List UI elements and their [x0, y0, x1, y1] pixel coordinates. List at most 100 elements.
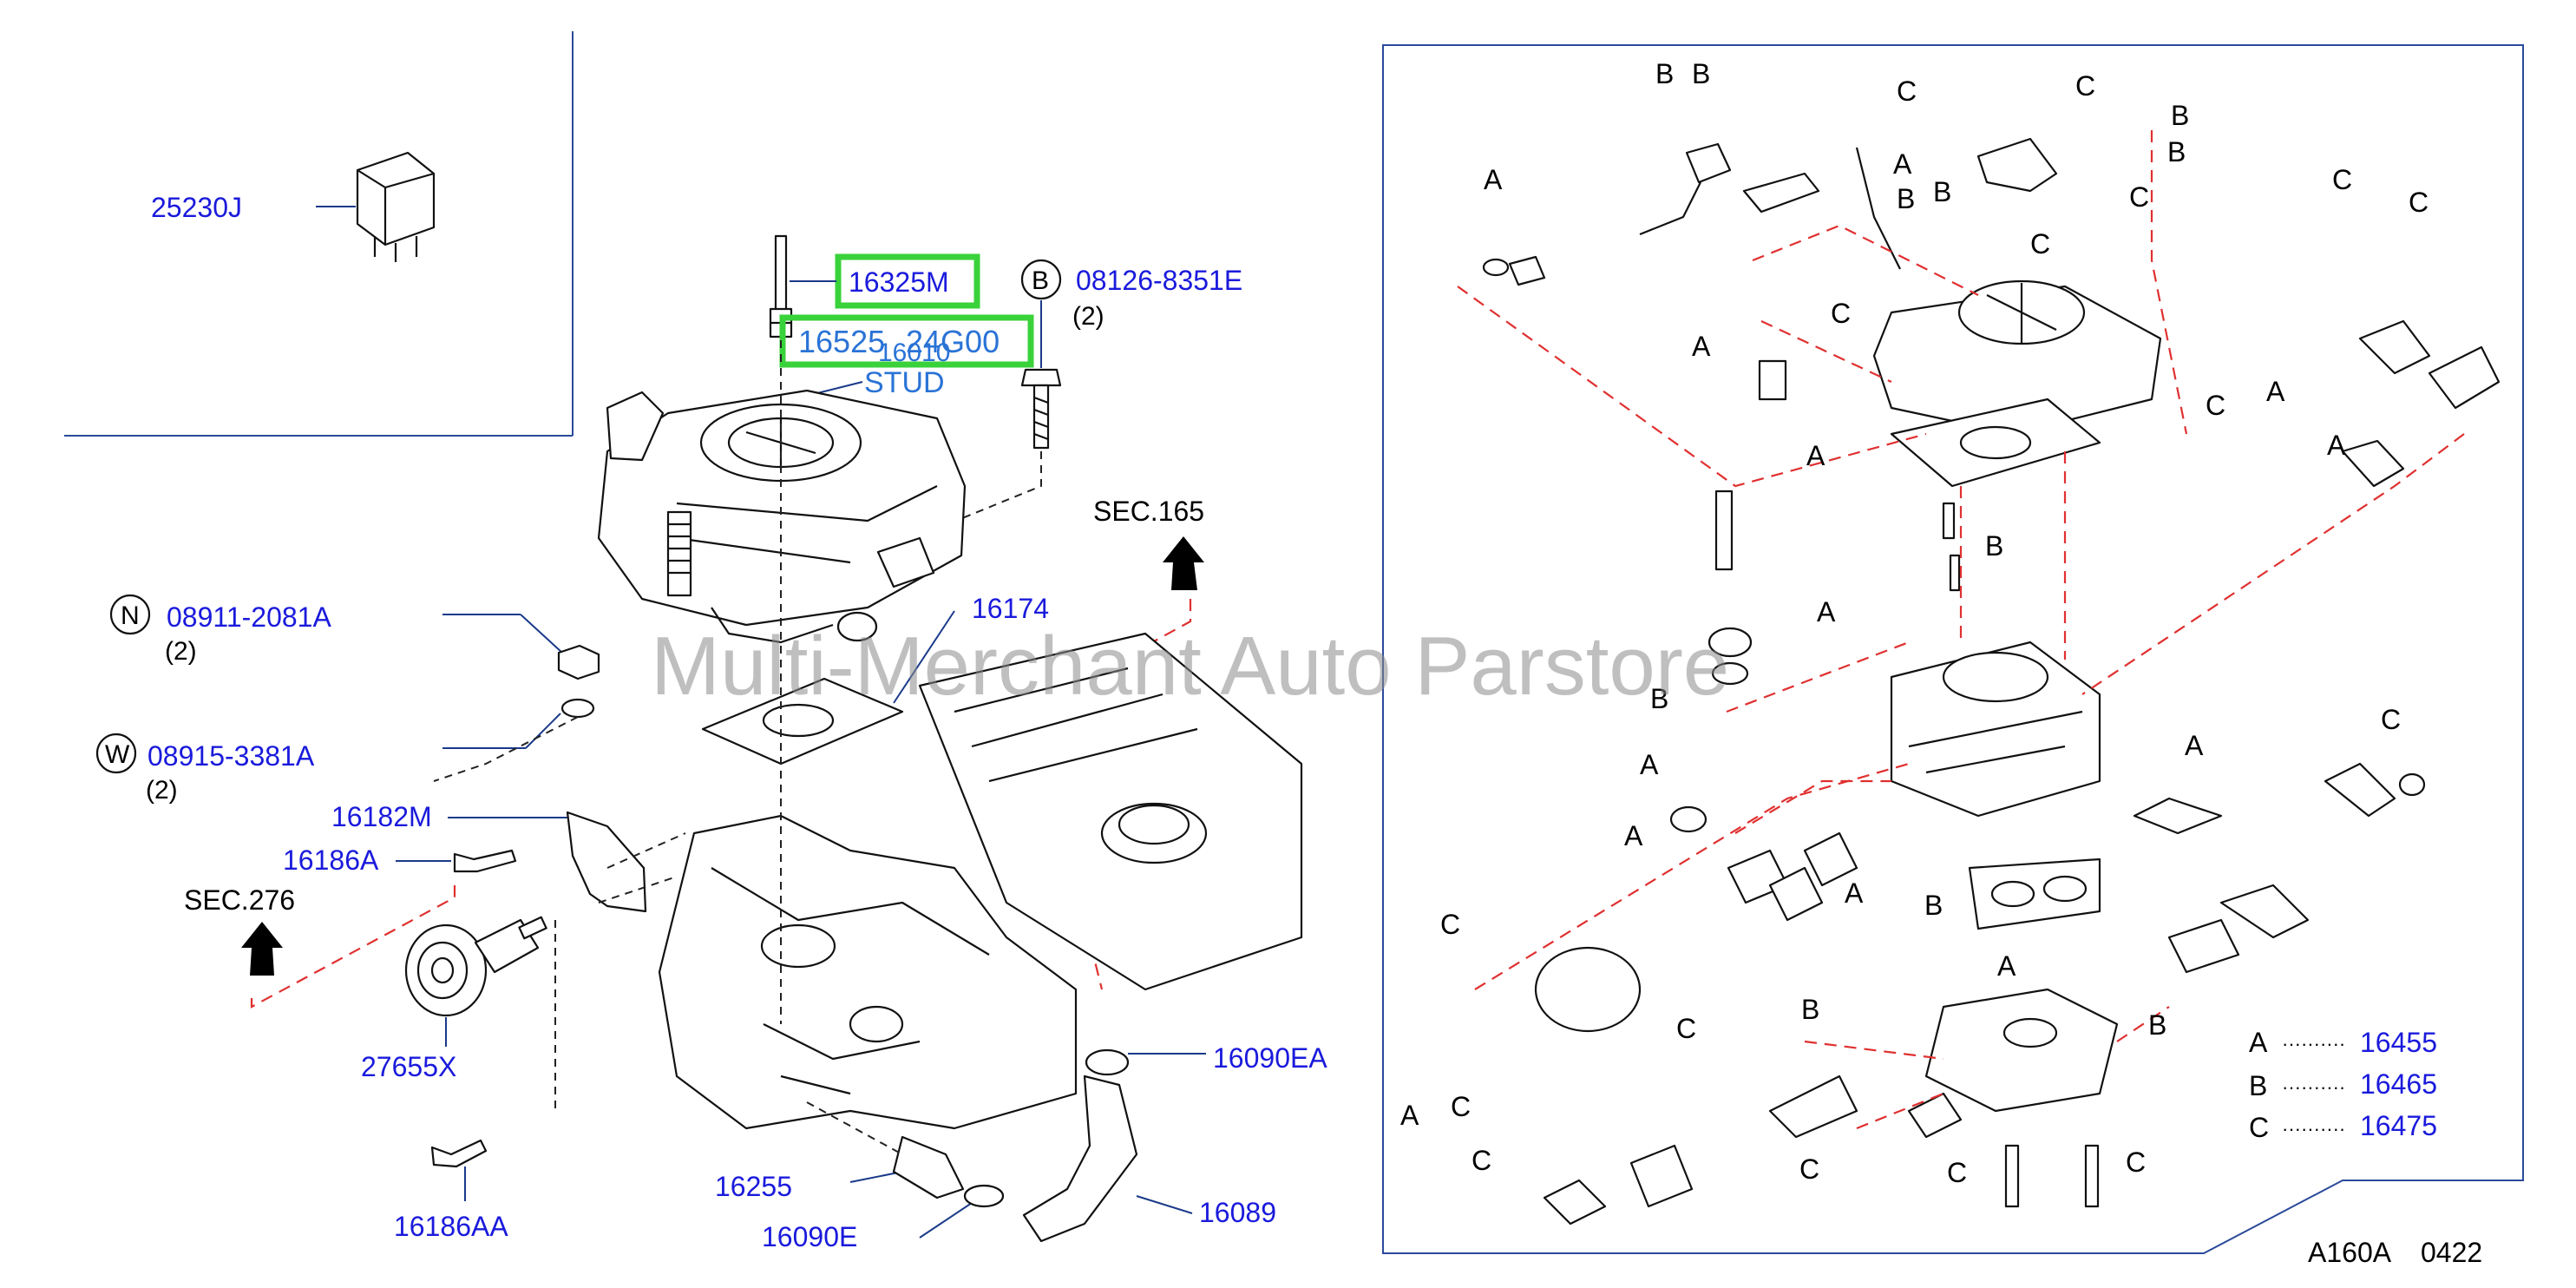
part-label-25230j[interactable]: 25230J [151, 192, 242, 223]
carburetor-exploded-frame [1382, 44, 2524, 1254]
symbol-circle-n [109, 594, 151, 635]
callout-b: B [1801, 994, 1819, 1025]
callout-c: C [1440, 909, 1460, 940]
part-label-16090e[interactable]: 16090E [762, 1221, 857, 1252]
callout-a: A [2327, 430, 2346, 461]
callout-a: A [1640, 749, 1659, 780]
legend-part-16465[interactable]: 16465 [2360, 1068, 2437, 1100]
callout-c: C [1947, 1157, 1967, 1188]
callout-c: C [2075, 70, 2095, 102]
diagram-revision: 0422 [2421, 1237, 2482, 1268]
actuator-27655x [404, 916, 547, 1017]
nut-part [557, 644, 600, 680]
callout-b: B [2171, 100, 2189, 131]
callout-a: A [1484, 164, 1503, 195]
callout-a: A [1806, 440, 1825, 471]
callout-a: A [1624, 820, 1643, 851]
callout-b: B [1897, 183, 1915, 214]
gasket-16174 [701, 677, 904, 766]
part-label-16325m[interactable]: 16325M [849, 266, 949, 298]
part-label-16090ea[interactable]: 16090EA [1213, 1042, 1327, 1074]
symbol-circle-w [95, 733, 137, 774]
bolt-16186aa [430, 1139, 488, 1168]
section-ref-sec276[interactable]: SEC.276 [184, 884, 295, 916]
callout-c: C [1831, 298, 1851, 329]
exploded-assembly-lines [1457, 130, 2465, 1130]
diagram-code: A160A [2308, 1237, 2392, 1268]
legend-dots-b: ·········· [2282, 1076, 2345, 1098]
callout-b: B [2148, 1009, 2166, 1041]
callout-c: C [1676, 1013, 1696, 1044]
section-ref-sec165[interactable]: SEC.165 [1093, 496, 1204, 527]
callout-c: C [2030, 228, 2050, 260]
callout-c: C [2206, 390, 2225, 421]
intake-manifold [658, 814, 1078, 1130]
part-label-16525[interactable]: 16525 [798, 324, 885, 359]
legend-part-16475[interactable]: 16475 [2360, 1110, 2437, 1141]
callout-a: A [1997, 950, 2016, 982]
bracket-16182m [566, 811, 647, 913]
callout-a: A [1845, 877, 1864, 909]
callout-c: C [1799, 1153, 1819, 1185]
arrow-up-icon [241, 922, 283, 976]
symbol-w: W [105, 740, 130, 769]
hose-16089 [1022, 1074, 1138, 1243]
clamp-16090ea [1085, 1048, 1130, 1076]
callout-a: A [1893, 148, 1912, 180]
callout-c: C [2332, 164, 2352, 195]
callout-b: B [2167, 136, 2186, 168]
callout-c: C [2409, 187, 2429, 218]
callout-c: C [1451, 1091, 1471, 1122]
part-label-16255[interactable]: 16255 [715, 1171, 792, 1202]
bolt-16186a [453, 849, 517, 873]
qty-08915: (2) [146, 776, 178, 805]
highlight-16525-24g00 [779, 314, 1034, 368]
part-label-16186a[interactable]: 16186A [283, 844, 379, 876]
callout-b: B [1933, 176, 1951, 207]
engine-cylinder-head [918, 632, 1303, 991]
part-label-08126-8351e[interactable]: 08126-8351E [1076, 265, 1242, 296]
callout-c: C [2126, 1147, 2146, 1178]
callout-c: C [2381, 704, 2401, 735]
symbol-circle-b [1020, 259, 1062, 300]
legend-letter-b: B [2249, 1070, 2267, 1101]
legend-letter-a: A [2249, 1027, 2268, 1058]
legend-dots-a: ·········· [2282, 1033, 2345, 1055]
part-label-08915-3381a[interactable]: 08915-3381A [147, 740, 315, 772]
callout-b: B [1650, 683, 1668, 714]
part-label-stud: STUD [864, 366, 945, 399]
symbol-b-08126: B [1032, 266, 1049, 295]
bolt-part [1020, 300, 1062, 450]
part-label-16010[interactable]: 16010 [878, 338, 950, 367]
callout-legend: A ·········· 16455 B ·········· 16465 C … [2249, 1027, 2437, 1143]
callout-b: B [1692, 58, 1710, 89]
callout-b: B [1924, 890, 1943, 921]
washer-part [560, 698, 595, 719]
relay-part [316, 151, 436, 262]
highlight-16325m [835, 253, 980, 309]
part-label-16089[interactable]: 16089 [1199, 1197, 1276, 1228]
callout-c: C [1472, 1145, 1491, 1176]
legend-letter-c: C [2249, 1112, 2269, 1143]
symbol-n: N [121, 601, 140, 630]
part-label-24g00[interactable]: 24G00 [906, 324, 1000, 359]
callout-a: A [1817, 596, 1836, 628]
legend-dots-c: ·········· [2282, 1118, 2345, 1140]
legend-part-16455[interactable]: 16455 [2360, 1027, 2437, 1058]
callout-a: A [2185, 730, 2204, 761]
part-label-27655x[interactable]: 27655X [361, 1051, 456, 1082]
part-label-08911-2081a[interactable]: 08911-2081A [167, 601, 331, 633]
watermark: Multi-Merchant Auto Parstore [651, 620, 1729, 713]
part-label-16182m[interactable]: 16182M [331, 801, 432, 832]
callout-c: C [1897, 76, 1917, 107]
callout-a: A [2266, 376, 2285, 407]
part-label-16186aa[interactable]: 16186AA [394, 1211, 508, 1242]
callout-b: B [1655, 58, 1674, 89]
part-label-16174[interactable]: 16174 [972, 593, 1049, 624]
relay-inset-frame [64, 31, 574, 437]
arrow-up-icon [1163, 536, 1204, 590]
clamp-16090e [963, 1184, 1005, 1208]
valve-16255 [892, 1135, 965, 1199]
callout-c: C [2129, 181, 2149, 213]
